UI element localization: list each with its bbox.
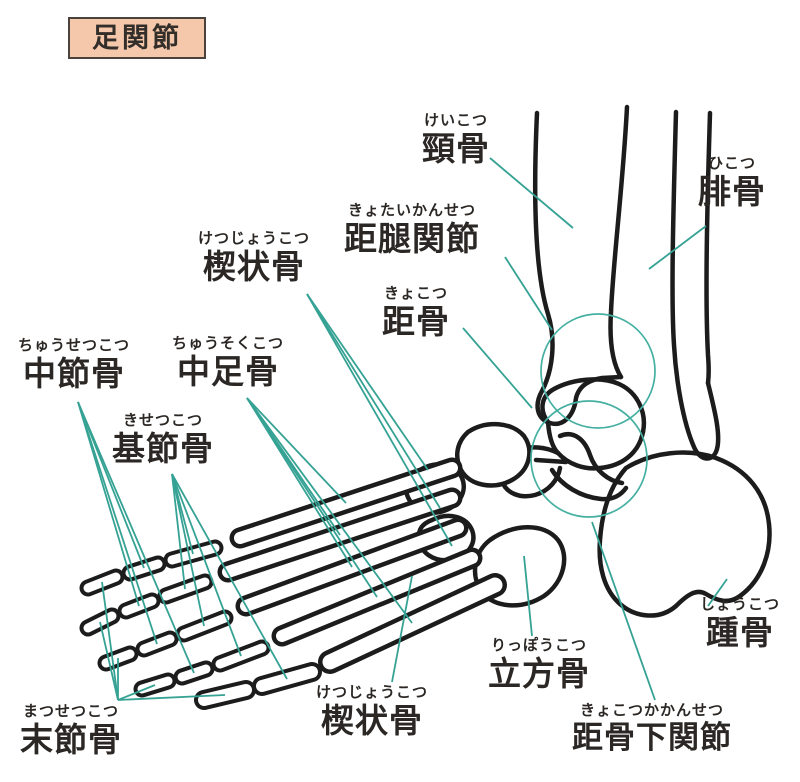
leader-cuneiform-bottom bbox=[391, 575, 413, 683]
kanji-cuneiform-bottom: 楔状骨 bbox=[321, 702, 423, 739]
leader-middle-phalanx bbox=[77, 401, 195, 674]
calcaneus-bone bbox=[597, 450, 772, 618]
label-tibia: けいこつ 頸骨 bbox=[422, 112, 490, 168]
furigana-calcaneus: しょうこつ bbox=[700, 596, 781, 613]
fibula-bone bbox=[704, 110, 713, 386]
label-cuboid: りっぽうこつ 立方骨 bbox=[488, 637, 590, 693]
kanji-calcaneus: 踵骨 bbox=[706, 614, 774, 651]
furigana-metatarsal: ちゅうそくこつ bbox=[172, 335, 285, 352]
label-metatarsal: ちゅうそくこつ 中足骨 bbox=[172, 335, 284, 391]
leader-distal-phalanx bbox=[101, 581, 119, 701]
leader-metatarsal bbox=[246, 397, 378, 598]
middle-phalanx-bone bbox=[125, 559, 163, 578]
leader-tibia bbox=[489, 157, 574, 229]
leader-proximal-phalanx bbox=[171, 473, 288, 680]
tibia-bone bbox=[608, 104, 630, 380]
leader-distal-phalanx bbox=[117, 694, 226, 701]
leader-subtalar-joint bbox=[591, 521, 656, 701]
proximal-phalanx-bone bbox=[179, 613, 230, 639]
furigana-talocrural-joint: きょたいかんせつ bbox=[347, 202, 476, 219]
proximal-phalanx-bone bbox=[167, 543, 220, 565]
diagram-title-box: 足関節 bbox=[68, 17, 206, 59]
label-distal-phalanx: まつせつこつ 末節骨 bbox=[20, 703, 122, 759]
leader-middle-phalanx bbox=[77, 401, 158, 645]
subtalar-joint-circle bbox=[530, 400, 648, 518]
leader-fibula bbox=[648, 225, 707, 270]
kanji-fibula: 腓骨 bbox=[698, 173, 766, 210]
navicular-bone bbox=[454, 421, 532, 488]
label-cuneiform-top: けつじょうこつ 楔状骨 bbox=[198, 230, 310, 286]
label-proximal-phalanx: きせつこつ 基節骨 bbox=[112, 412, 214, 468]
leader-proximal-phalanx bbox=[171, 473, 186, 590]
kanji-proximal-phalanx: 基節骨 bbox=[112, 430, 214, 467]
leader-talus bbox=[462, 327, 533, 409]
kanji-middle-phalanx: 中節骨 bbox=[23, 355, 125, 392]
furigana-cuneiform-top: けつじょうこつ bbox=[198, 230, 311, 247]
subtalar-detail bbox=[557, 432, 625, 486]
kanji-cuboid: 立方骨 bbox=[488, 655, 590, 692]
label-talocrural-joint: きょたいかんせつ 距腿関節 bbox=[344, 202, 480, 258]
kanji-cuneiform-top: 楔状骨 bbox=[203, 248, 305, 285]
label-cuneiform-bottom: けつじょうこつ 楔状骨 bbox=[316, 684, 428, 740]
furigana-cuboid: りっぽうこつ bbox=[490, 637, 587, 654]
furigana-distal-phalanx: まつせつこつ bbox=[22, 703, 119, 720]
subtalar-detail bbox=[533, 457, 569, 465]
leader-cuboid bbox=[523, 555, 533, 637]
label-calcaneus: しょうこつ 踵骨 bbox=[700, 596, 780, 652]
metatarsal-bone bbox=[322, 577, 503, 670]
fibula-bone bbox=[670, 109, 721, 461]
talocrural-joint-circle bbox=[540, 313, 656, 429]
label-middle-phalanx: ちゅうせつこつ 中節骨 bbox=[18, 337, 130, 393]
leader-proximal-phalanx bbox=[171, 473, 205, 627]
leader-lines bbox=[77, 157, 728, 701]
leader-proximal-phalanx bbox=[171, 473, 242, 657]
leader-distal-phalanx bbox=[117, 684, 156, 701]
kanji-talus: 距骨 bbox=[382, 303, 450, 340]
leader-metatarsal bbox=[246, 397, 413, 624]
joint-circles bbox=[530, 313, 656, 518]
kanji-distal-phalanx: 末節骨 bbox=[20, 721, 122, 758]
kanji-tibia: 頸骨 bbox=[422, 130, 490, 167]
furigana-talus: きょこつ bbox=[383, 285, 448, 302]
label-talus: きょこつ 距骨 bbox=[382, 285, 450, 341]
leader-metatarsal bbox=[246, 397, 347, 504]
label-subtalar-joint: きょこつかかんせつ 距骨下関節 bbox=[572, 702, 732, 756]
leader-cuneiform-top bbox=[306, 293, 453, 547]
leader-cuneiform-top bbox=[306, 293, 441, 509]
furigana-middle-phalanx: ちゅうせつこつ bbox=[18, 337, 131, 354]
metatarsal-bones bbox=[217, 457, 507, 674]
proximal-phalanx-bone bbox=[161, 577, 210, 601]
leader-distal-phalanx bbox=[99, 621, 119, 701]
furigana-cuneiform-bottom: けつじょうこつ bbox=[316, 684, 429, 701]
phalanx-bones bbox=[79, 539, 322, 710]
leader-cuneiform-top bbox=[306, 293, 429, 471]
subtalar-detail bbox=[549, 467, 629, 502]
leader-calcaneus bbox=[707, 578, 728, 607]
furigana-fibula: ひこつ bbox=[707, 155, 756, 172]
furigana-tibia: けいこつ bbox=[423, 112, 488, 129]
kanji-subtalar-joint: 距骨下関節 bbox=[572, 720, 732, 755]
diagram-title: 足関節 bbox=[92, 22, 182, 53]
kanji-talocrural-joint: 距腿関節 bbox=[344, 220, 480, 257]
furigana-proximal-phalanx: きせつこつ bbox=[122, 412, 203, 429]
leader-talocrural-joint bbox=[504, 256, 553, 331]
furigana-subtalar-joint: きょこつかかんせつ bbox=[579, 702, 724, 719]
kanji-metatarsal: 中足骨 bbox=[177, 353, 279, 390]
tibia-bone bbox=[532, 110, 624, 427]
label-fibula: ひこつ 腓骨 bbox=[698, 155, 766, 211]
